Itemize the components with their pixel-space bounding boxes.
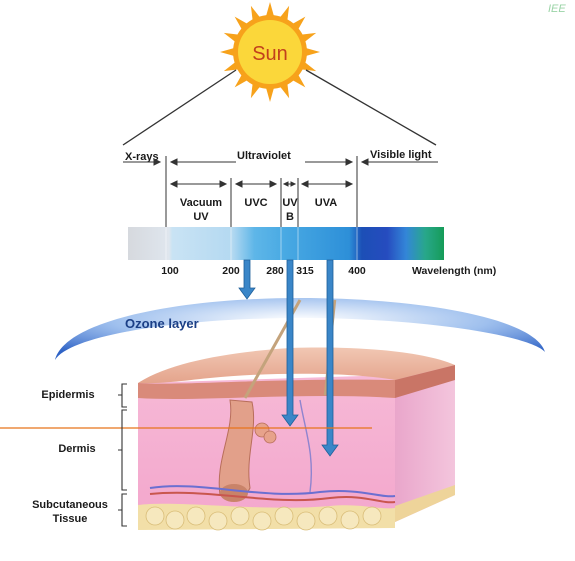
wavelength-tick-100: 100	[161, 265, 179, 277]
layer-label-epidermis: Epidermis	[41, 389, 94, 401]
ozone-layer	[55, 298, 545, 360]
spectrum-bar	[128, 227, 444, 260]
layer-label-subcutaneous-2: Tissue	[53, 513, 88, 525]
sun-ray	[302, 47, 320, 57]
uvc-penetration-arrow	[238, 259, 256, 300]
watermark-logo: IEE	[548, 3, 566, 15]
band-label-uva: UVA	[315, 197, 337, 209]
wavelength-axis-label: Wavelength (nm)	[412, 265, 496, 277]
band-label-vacuum-uv-1: Vacuum	[180, 197, 222, 209]
spectrum-dividers	[165, 227, 358, 260]
sun-ray	[265, 84, 275, 102]
wavelength-tick-280: 280	[266, 265, 284, 277]
sun-ray-line-right	[305, 69, 437, 146]
uv-penetration-arrows	[238, 259, 339, 457]
sun-label: Sun	[252, 43, 288, 65]
region-label-visible: Visible light	[370, 149, 432, 161]
sun-ray-line-left	[122, 69, 237, 146]
layer-brackets	[118, 383, 127, 527]
wavelength-tick-200: 200	[222, 265, 240, 277]
ozone-layer-label: Ozone layer	[125, 316, 199, 331]
band-label-uvb-2: B	[286, 211, 294, 223]
layer-label-dermis: Dermis	[58, 443, 95, 455]
region-label-xrays: X-rays	[125, 151, 159, 163]
sun-icon: Sun	[220, 2, 320, 102]
layer-label-subcutaneous-1: Subcutaneous	[32, 499, 108, 511]
region-label-ultraviolet: Ultraviolet	[237, 150, 291, 162]
region-brackets	[123, 156, 438, 232]
wavelength-tick-315: 315	[296, 265, 314, 277]
band-label-uvb-1: UV	[282, 197, 298, 209]
sun-ray	[220, 47, 238, 57]
sun-ray	[265, 2, 275, 20]
wavelength-tick-400: 400	[348, 265, 366, 277]
band-label-uvc: UVC	[244, 197, 267, 209]
band-label-vacuum-uv-2: UV	[193, 211, 209, 223]
uvb-penetration-arrow	[281, 259, 299, 427]
uva-penetration-arrow	[321, 259, 339, 457]
